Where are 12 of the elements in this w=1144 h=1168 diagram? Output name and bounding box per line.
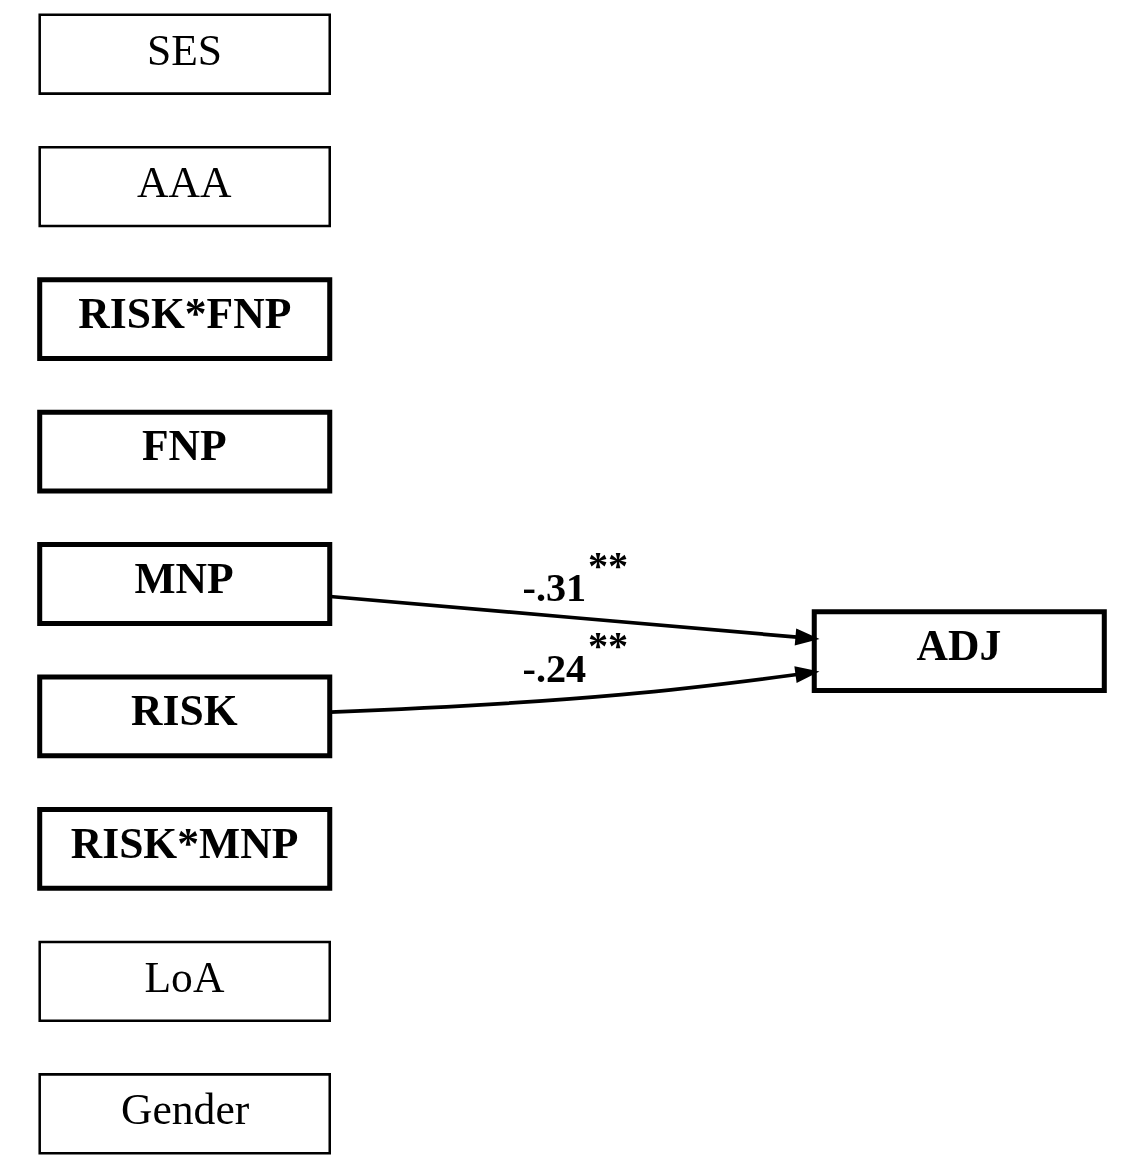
node-box: AAA (38, 146, 331, 228)
node-box: LoA (38, 940, 331, 1022)
node-box: RISK*FNP (37, 277, 333, 362)
node-box: ADJ (811, 609, 1107, 693)
arrow (329, 594, 820, 646)
node-box: FNP (37, 409, 333, 494)
node-box: MNP (37, 542, 333, 626)
node-box: RISK (37, 674, 333, 759)
arrow (330, 666, 820, 714)
node-box: SES (38, 13, 331, 95)
node-box: RISK*MNP (37, 806, 333, 891)
node-box: Gender (38, 1073, 331, 1155)
